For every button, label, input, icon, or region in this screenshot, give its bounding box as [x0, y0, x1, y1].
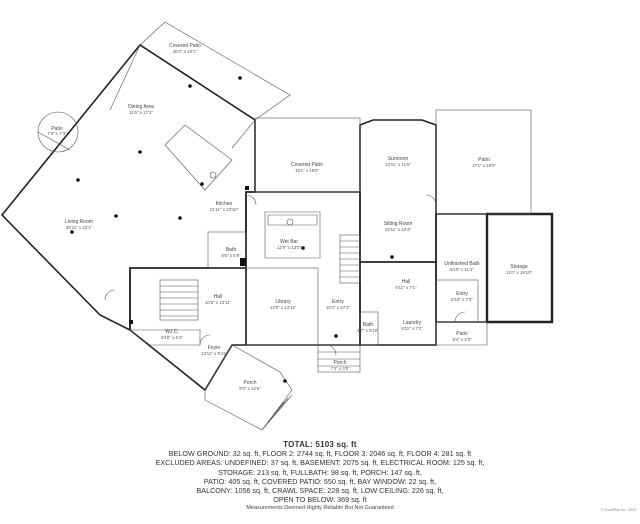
area-breakdown-line: STORAGE: 213 sq. ft, FULLBATH: 98 sq. ft… [218, 467, 422, 477]
room-name: Patio [456, 331, 468, 337]
sunroom-outline [359, 119, 437, 263]
room-dims: 10'5" x 13'11" [205, 300, 232, 305]
library-outline [245, 267, 319, 346]
hall-stairs [159, 279, 199, 321]
wet-bar-counter [264, 211, 321, 259]
room-name: Covered Patio [169, 43, 201, 49]
room-dims: 9'0" x 12'6" [239, 386, 261, 391]
room-name: Entry [332, 299, 344, 305]
total-area-title: TOTAL: 5103 sq. ft [283, 440, 357, 449]
room-dims: 17'1" x 19'0" [472, 163, 497, 168]
room-name: Covered Patio [291, 162, 323, 168]
central-stairs [339, 234, 361, 284]
room-dims: 35'11" x 22'1" [66, 225, 93, 230]
room-dims: 13'11" x 8'11" [201, 351, 227, 356]
room-name: Storage [510, 264, 528, 270]
room-dims: 9'11" x 7'2" [401, 326, 423, 331]
room-dims: 9'11" x 7'1" [395, 285, 417, 290]
room-name: Porch [243, 380, 256, 386]
room-dims: 7'4" x 7'3" [47, 131, 67, 136]
covered-patio-mid-outline [254, 117, 361, 193]
room-name: Sunroom [388, 156, 408, 162]
room-name: Unfinished Bath [444, 261, 480, 267]
room-dims: 30'4" x 10'1" [173, 49, 198, 54]
disclaimer: Measurements Deemed Highly Reliable But … [246, 505, 394, 511]
area-breakdown-line: BELOW GROUND: 32 sq. ft, FLOOR 2: 2744 s… [168, 449, 472, 459]
room-dims: 11'0" x 18'10" [506, 270, 533, 275]
room-dims: 12'11" x 11'6" [385, 162, 411, 167]
room-name: Patio [51, 126, 63, 132]
room-name: Porch [333, 360, 346, 366]
room-labels: Covered Patio 30'4" x 10'1" Dining Area … [47, 43, 532, 391]
patio-small-outline [435, 321, 488, 346]
room-dims: 8'10" x 11'1" [450, 267, 474, 272]
bath-small-outline [207, 231, 247, 269]
room-name: Dining Area [128, 104, 154, 110]
living-wing-outline [0, 43, 256, 332]
covered-patio-top-outline [139, 21, 291, 121]
area-breakdown-line: EXCLUDED AREAS: UNDEFINED: 37 sq. ft, BA… [155, 458, 485, 468]
porch-left-steps [261, 394, 293, 431]
room-name: Sitting Room [384, 221, 413, 227]
room-dims: 12'9" x 13'11" [270, 305, 297, 310]
room-name: W.I.C. [165, 329, 179, 335]
room-dims: 9'4" x 4'3" [452, 337, 472, 342]
room-name: Patio [478, 157, 490, 163]
room-dims: 9'10" x 6'4" [161, 335, 183, 340]
copyright: © GoodPlan Inc. 2024 [600, 508, 636, 512]
room-dims: 19'1" x 15'0" [295, 168, 320, 173]
room-name: Bath [226, 247, 237, 253]
room-name: Library [275, 299, 291, 305]
room-name: Living Room [65, 219, 93, 225]
floor-plan: Covered Patio 30'4" x 10'1" Dining Area … [0, 21, 554, 431]
room-name: Foyer [208, 345, 221, 351]
kitchen-island [164, 124, 233, 191]
area-totals: TOTAL: 5103 sq. ft BELOW GROUND: 32 sq. … [0, 440, 640, 504]
room-name: Hall [402, 279, 411, 285]
room-name: Wet Bar [280, 239, 298, 245]
room-dims: 8'10" x 7'3" [451, 297, 473, 302]
patio-right-outline [435, 109, 532, 215]
room-dims: 11'6" x 17'1" [129, 110, 153, 115]
room-name: Entry [456, 291, 468, 297]
room-dims: 12'9" x 13'0" [277, 245, 302, 250]
porch-center-steps [317, 344, 361, 373]
room-name: Laundry [403, 320, 422, 326]
room-name: Hall [214, 294, 223, 300]
room-dims: 21'11" x 22'10" [210, 207, 239, 212]
room-dims: 12'11" x 12'3" [385, 227, 412, 232]
area-breakdown-line: PATIO: 405 sq. ft, COVERED PATIO: 550 sq… [203, 476, 437, 486]
room-dims: 7'4" x 3'5" [330, 366, 350, 371]
room-name: Bath [363, 322, 374, 328]
room-dims: 10'4" x 27'3" [326, 305, 351, 310]
room-dims: 4'7" x 5'10" [357, 328, 379, 333]
porch-left-outline [204, 344, 293, 431]
room-dims: 6'6" x 5'9" [221, 253, 241, 258]
area-breakdown-line: OPEN TO BELOW: 369 sq. ft [273, 495, 367, 505]
area-breakdown-line: BALCONY: 1056 sq. ft, CRAWL SPACE: 228 s… [196, 486, 444, 496]
room-name: Kitchen [216, 201, 233, 207]
bath-center-outline [359, 311, 379, 346]
